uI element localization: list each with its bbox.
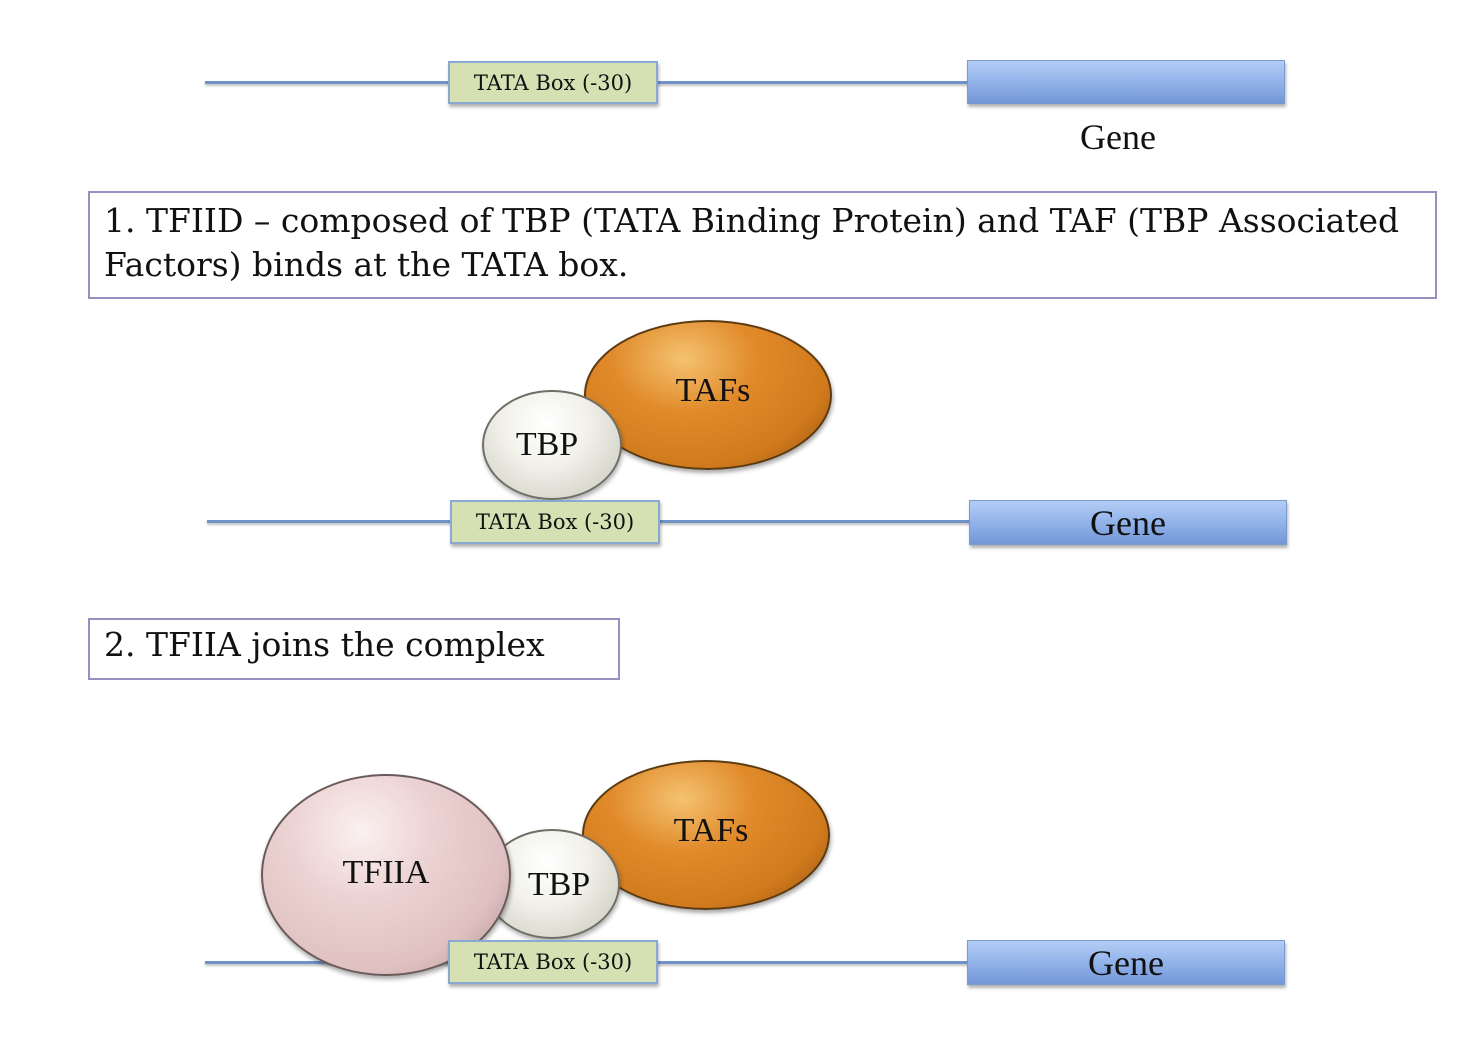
tafs-protein: TAFs — [582, 760, 830, 910]
tata-box: TATA Box (-30) — [450, 500, 660, 544]
gene-label: Gene — [1090, 502, 1166, 543]
tata-box-label: TATA Box (-30) — [473, 950, 633, 974]
gene-label: Gene — [1088, 942, 1164, 983]
tafs-protein: TAFs — [584, 320, 832, 470]
tafs-label: TAFs — [675, 372, 751, 409]
tbp-label: TBP — [527, 866, 591, 903]
step-1-text-line-1: 1. TFIID – composed of TBP (TATA Binding… — [104, 201, 1400, 240]
step-1-text-line-2: Factors) binds at the TATA box. — [104, 245, 629, 284]
gene-block: Gene — [969, 500, 1287, 545]
step-2-text: 2. TFIIA joins the complex — [104, 625, 545, 664]
tfiia-label: TFIIA — [342, 854, 430, 891]
gene-block — [967, 60, 1285, 104]
tata-box: TATA Box (-30) — [448, 940, 658, 984]
tata-box-label: TATA Box (-30) — [475, 510, 635, 534]
step-2-description: 2. TFIIA joins the complex — [88, 618, 620, 680]
tbp-protein: TBP — [482, 390, 622, 500]
gene-label: Gene — [1080, 117, 1156, 157]
tafs-label: TAFs — [673, 812, 749, 849]
step-1-description: 1. TFIID – composed of TBP (TATA Binding… — [88, 191, 1437, 299]
tata-box: TATA Box (-30) — [448, 61, 658, 104]
tata-box-label: TATA Box (-30) — [473, 70, 633, 95]
gene-block: Gene — [967, 940, 1285, 985]
tbp-label: TBP — [515, 426, 579, 463]
